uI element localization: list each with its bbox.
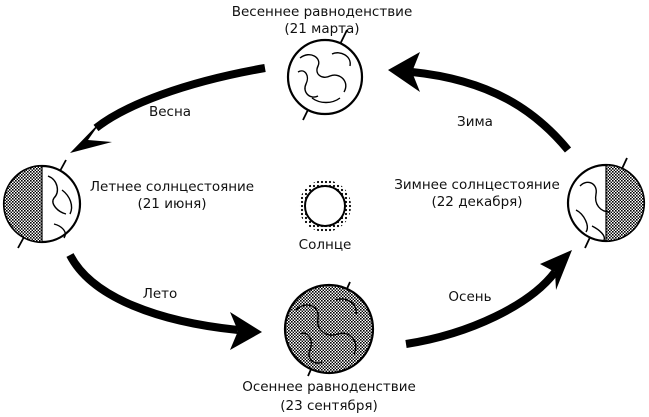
season-spring-label: Весна	[149, 104, 191, 120]
arrow-summer	[66, 253, 262, 350]
arrow-spring	[70, 64, 266, 153]
sun-label: Солнце	[299, 237, 352, 253]
autumn-equinox-date: (23 сентября)	[280, 398, 378, 414]
globe-summer-solstice	[2, 159, 82, 249]
season-summer-label: Лето	[143, 286, 178, 302]
globe-spring-equinox	[286, 29, 364, 121]
arrow-winter	[388, 52, 572, 153]
winter-solstice-date: (22 декабря)	[431, 194, 522, 210]
summer-solstice-date: (21 июня)	[137, 196, 206, 212]
season-autumn-label: Осень	[448, 289, 491, 305]
arrow-autumn	[405, 250, 572, 348]
spring-equinox-label: Весеннее равноденствие	[232, 4, 413, 20]
autumn-equinox-label: Осеннее равноденствие	[242, 379, 416, 395]
spring-equinox-date: (21 марта)	[284, 21, 359, 37]
globe-autumn-equinox	[283, 281, 375, 377]
sun	[299, 180, 351, 232]
season-winter-label: Зима	[457, 114, 493, 130]
winter-solstice-label: Зимнее солнцестояние	[394, 177, 560, 193]
summer-solstice-label: Летнее солнцестояние	[90, 179, 254, 195]
globe-winter-solstice	[566, 157, 646, 249]
